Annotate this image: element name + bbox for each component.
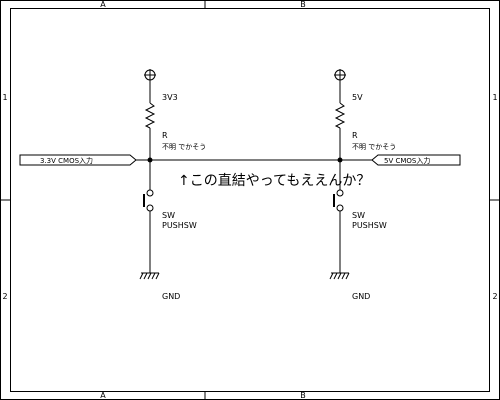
- input-port-3v3-label: 3.3V CMOS入力: [40, 156, 93, 165]
- switch-left-ref: SW: [162, 211, 175, 220]
- power-symbol-3v3: [144, 69, 156, 81]
- power-symbol-5v: [334, 69, 346, 81]
- input-port-5v-cmos: [371, 154, 461, 166]
- ground-left-label: GND: [162, 292, 180, 301]
- switch-left-value: PUSHSW: [162, 221, 197, 230]
- switch-right-ref: SW: [352, 211, 365, 220]
- annotation-note: ↑この直結やってもええんか？: [178, 172, 370, 189]
- zone-label-right-1: 1: [492, 93, 497, 102]
- zone-label-left-1: 1: [2, 93, 7, 102]
- input-port-3v3-cmos: [19, 154, 137, 166]
- resistor-right-value: 不明 でかそう: [352, 143, 396, 151]
- resistor-left-ref: R: [162, 131, 168, 140]
- ground-symbol-right: [329, 272, 350, 280]
- resistor-right: [334, 102, 346, 129]
- resistor-left: [144, 102, 156, 129]
- switch-right-value: PUSHSW: [352, 221, 387, 230]
- zone-label-top-a: A: [100, 0, 106, 9]
- resistor-right-ref: R: [352, 131, 358, 140]
- ground-right-label: GND: [352, 292, 370, 301]
- supply-label-5v: 5V: [352, 93, 363, 102]
- resistor-left-value: 不明 でかそう: [162, 143, 206, 151]
- zone-label-left-2: 2: [2, 292, 7, 301]
- supply-label-3v3: 3V3: [162, 93, 178, 102]
- input-port-5v-label: 5V CMOS入力: [384, 156, 430, 165]
- zone-label-bottom-a: A: [100, 391, 106, 400]
- zone-label-bottom-b: B: [300, 391, 306, 400]
- zone-label-right-2: 2: [492, 292, 497, 301]
- zone-label-top-b: B: [300, 0, 306, 9]
- ground-symbol-left: [139, 272, 160, 280]
